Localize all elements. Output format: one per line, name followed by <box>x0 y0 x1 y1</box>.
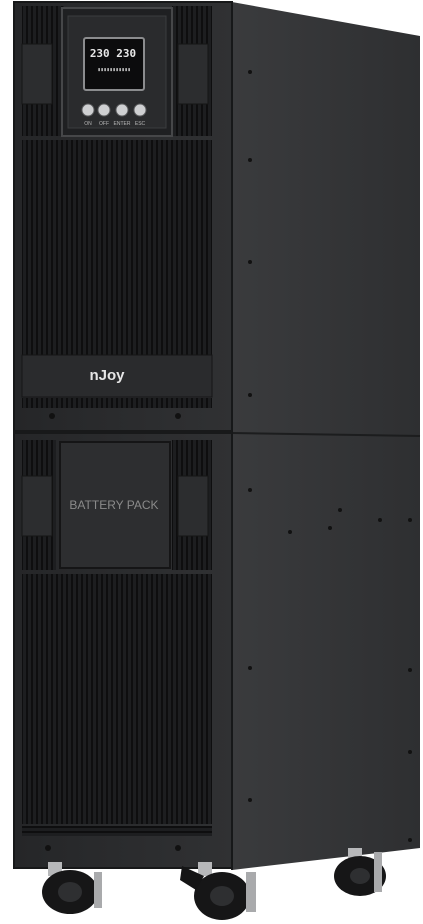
off-button <box>97 103 111 117</box>
on-button-label: ON <box>84 121 92 127</box>
off-button-label: OFF <box>99 121 109 127</box>
caster-front-right <box>194 862 256 920</box>
enter-button <box>115 103 129 117</box>
screw <box>49 413 55 419</box>
handle-bottom-right <box>177 475 209 537</box>
esc-button <box>133 103 147 117</box>
caster-rear-left <box>180 866 204 890</box>
on-button <box>81 103 95 117</box>
handle-top-left <box>21 43 53 105</box>
battery-cover <box>59 441 171 569</box>
lcd-screen <box>83 37 145 91</box>
screw <box>45 845 51 851</box>
vent-grille-lower <box>22 574 212 824</box>
brand-plate <box>21 354 213 398</box>
handle-top-right <box>177 43 209 105</box>
screw <box>175 845 181 851</box>
side-seam <box>231 432 421 437</box>
brand-logo: nJoy <box>89 367 125 384</box>
screw <box>175 413 181 419</box>
enter-button-label: ENTER <box>113 121 131 127</box>
lcd-status-bar: ▮▮▮▮▮▮▮▮▮▮▮ <box>97 67 131 73</box>
vent-grille-upper <box>22 140 212 355</box>
handle-bottom-left <box>21 475 53 537</box>
lcd-voltage-readout: 230 230 <box>89 47 137 60</box>
esc-button-label: ESC <box>134 121 146 127</box>
caster-front-left <box>42 862 102 914</box>
caster-rear-right <box>334 848 386 896</box>
side-panel <box>232 2 420 870</box>
battery-pack-label: BATTERY PACK <box>69 498 159 512</box>
